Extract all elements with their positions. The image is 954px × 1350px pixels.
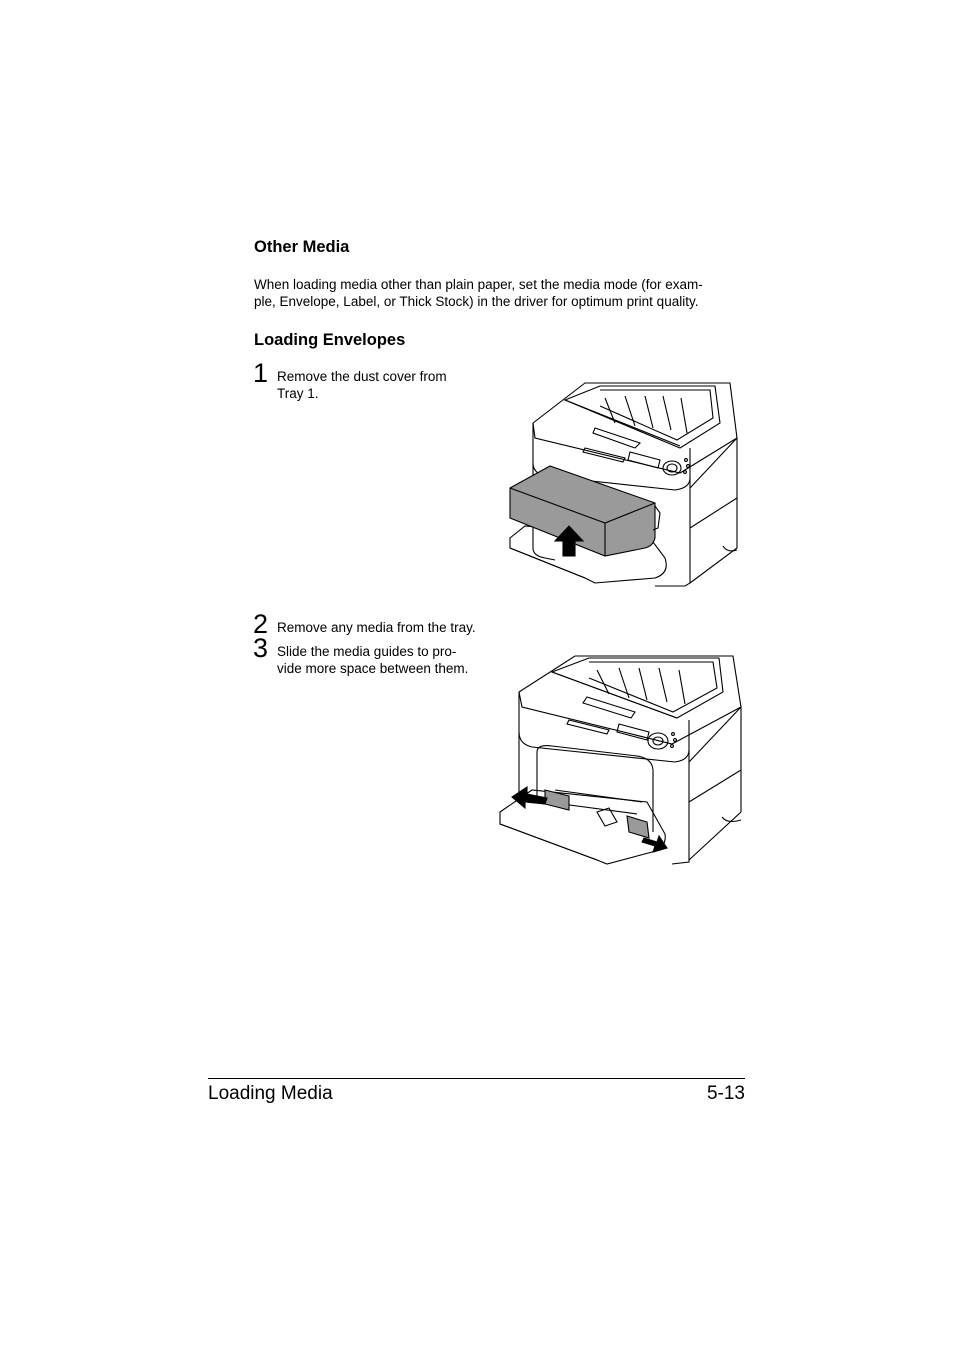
footer-page-number: 5-13 bbox=[706, 1083, 745, 1104]
step-3-line-1: Slide the media guides to pro- bbox=[277, 644, 457, 659]
step-1-number: 1 bbox=[253, 358, 269, 388]
step-3-line-2: vide more space between them. bbox=[277, 661, 469, 676]
subsection-heading: Loading Envelopes bbox=[254, 331, 406, 349]
section-heading: Other Media bbox=[254, 238, 350, 256]
step-3-text: Slide the media guides to pro- vide more… bbox=[277, 643, 468, 677]
printer-dust-cover-illustration bbox=[509, 382, 738, 587]
intro-paragraph: When loading media other than plain pape… bbox=[254, 276, 703, 310]
step-2-number: 2 bbox=[253, 609, 269, 639]
step-1-text: Remove the dust cover from Tray 1. bbox=[277, 368, 447, 402]
footer-rule bbox=[208, 1078, 745, 1079]
footer-chapter-title: Loading Media bbox=[208, 1083, 333, 1104]
printer-media-guides-illustration bbox=[499, 655, 742, 865]
step-1-line-1: Remove the dust cover from bbox=[277, 369, 447, 384]
step-1-line-2: Tray 1. bbox=[277, 386, 319, 401]
step-3-number: 3 bbox=[253, 633, 269, 663]
intro-line-2: ple, Envelope, Label, or Thick Stock) in… bbox=[254, 294, 699, 309]
step-2-text: Remove any media from the tray. bbox=[277, 620, 476, 635]
intro-line-1: When loading media other than plain pape… bbox=[254, 277, 703, 292]
